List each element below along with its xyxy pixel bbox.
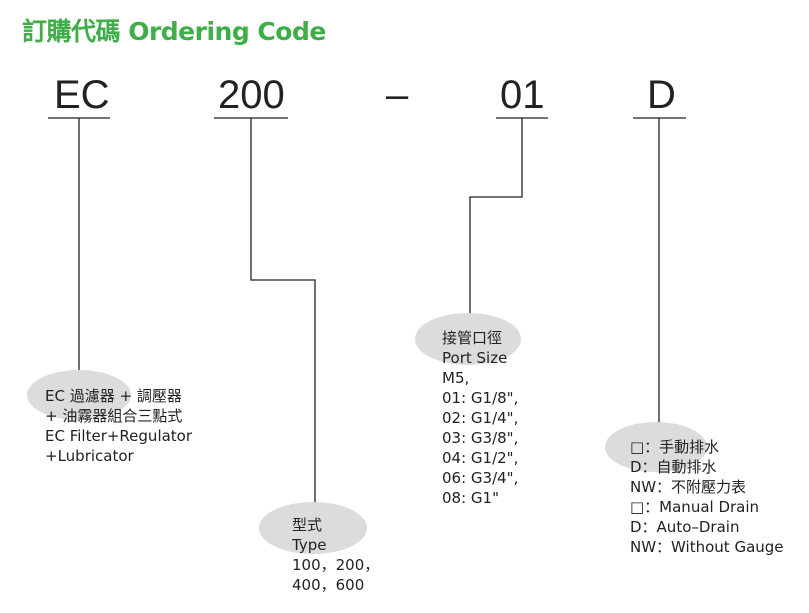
drain-line: NW：不附壓力表 xyxy=(630,478,747,496)
type-line: 100，200， xyxy=(292,556,380,574)
code-type: 200 xyxy=(218,73,285,117)
port-line: M5, xyxy=(442,369,470,387)
port-line: 06: G3/4", xyxy=(442,469,519,487)
series-line: EC 過濾器 + 調壓器 xyxy=(45,387,182,405)
leader-port xyxy=(469,118,523,325)
leader-type xyxy=(250,118,316,512)
type-description: 型式 Type 100，200， 400，600 xyxy=(292,515,379,595)
series-line: EC Filter+Regulator xyxy=(45,427,193,445)
port-line: 02: G1/4", xyxy=(442,409,519,427)
port-line: 01: G1/8", xyxy=(442,389,519,407)
port-line: Port Size xyxy=(442,349,508,367)
port-line: 接管口徑 xyxy=(442,329,503,347)
type-line: 400，600 xyxy=(292,576,365,594)
code-series: EC xyxy=(54,73,110,117)
port-line: 04: G1/2", xyxy=(442,449,519,467)
series-description: EC 過濾器 + 調壓器 + 油霧器組合三點式 EC Filter+Regula… xyxy=(45,386,192,466)
code-port: 01 xyxy=(500,73,545,117)
code-dash: – xyxy=(386,73,409,117)
drain-line: D：Auto–Drain xyxy=(630,518,740,536)
port-highlight xyxy=(415,313,521,365)
drain-description: □：手動排水 D：自動排水 NW：不附壓力表 □：Manual Drain D：… xyxy=(630,437,784,557)
type-line: Type xyxy=(292,536,327,554)
drain-line: NW：Without Gauge xyxy=(630,538,784,556)
drain-highlight xyxy=(605,422,707,472)
drain-line: □：Manual Drain xyxy=(630,498,760,516)
drain-line: D：自動排水 xyxy=(630,458,717,476)
type-highlight xyxy=(259,502,367,554)
page-title: 訂購代碼 Ordering Code xyxy=(22,17,326,46)
series-line: +Lubricator xyxy=(45,447,134,465)
port-line: 08: G1" xyxy=(442,489,499,507)
port-description: 接管口徑 Port Size M5, 01: G1/8", 02: G1/4",… xyxy=(442,328,518,508)
type-line: 型式 xyxy=(292,516,323,534)
drain-line: □：手動排水 xyxy=(630,438,720,456)
series-line: + 油霧器組合三點式 xyxy=(45,407,183,425)
code-drain: D xyxy=(647,73,676,117)
series-highlight xyxy=(27,370,131,420)
port-line: 03: G3/8", xyxy=(442,429,519,447)
